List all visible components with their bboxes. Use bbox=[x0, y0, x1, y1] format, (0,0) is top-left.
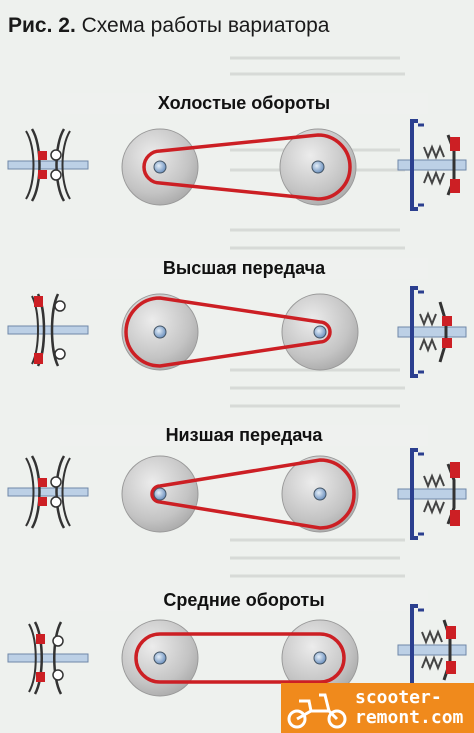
drive-pulley-side-view-high bbox=[7, 293, 89, 367]
stage-label-idle: Холостые обороты bbox=[60, 93, 428, 114]
watermark-line1: scooter- bbox=[355, 687, 442, 708]
drive-hub-high bbox=[153, 325, 167, 339]
driven-hub-high bbox=[313, 325, 327, 339]
scooter-icon bbox=[287, 693, 347, 729]
drive-hub-low bbox=[153, 487, 167, 501]
drive-pulley-side-view-low bbox=[7, 455, 89, 529]
figure-number: Рис. 2. bbox=[8, 14, 76, 37]
driven-clutch-side-view-low bbox=[397, 448, 467, 540]
drive-pulley-side-view-idle bbox=[7, 128, 89, 202]
driven-clutch-side-view-idle bbox=[397, 119, 467, 211]
belt-mid bbox=[134, 632, 346, 684]
drive-pulley-side-view-mid bbox=[7, 621, 89, 695]
driven-hub-idle bbox=[311, 160, 325, 174]
driven-hub-mid bbox=[313, 651, 327, 665]
belt-high bbox=[124, 296, 332, 368]
belt-low bbox=[150, 458, 356, 530]
stage-label-high: Высшая передача bbox=[60, 258, 428, 279]
watermark-line2: remont.com bbox=[355, 707, 464, 728]
stage-idle bbox=[7, 119, 467, 211]
site-watermark: scooter- remont.com bbox=[281, 683, 474, 733]
stage-label-mid: Средние обороты bbox=[60, 590, 428, 611]
drive-hub-idle bbox=[153, 160, 167, 174]
stage-low bbox=[7, 448, 467, 540]
stage-high bbox=[7, 286, 467, 378]
driven-hub-low bbox=[313, 487, 327, 501]
stage-mid bbox=[7, 604, 467, 697]
figure-title: Рис. 2. Схема работы вариатора bbox=[8, 14, 468, 38]
drive-hub-mid bbox=[153, 651, 167, 665]
stage-label-low: Низшая передача bbox=[60, 425, 428, 446]
driven-clutch-side-view-mid bbox=[397, 604, 467, 696]
belt-idle bbox=[142, 133, 352, 201]
driven-clutch-side-view-high bbox=[397, 286, 467, 378]
figure-caption: Схема работы вариатора bbox=[81, 14, 330, 37]
